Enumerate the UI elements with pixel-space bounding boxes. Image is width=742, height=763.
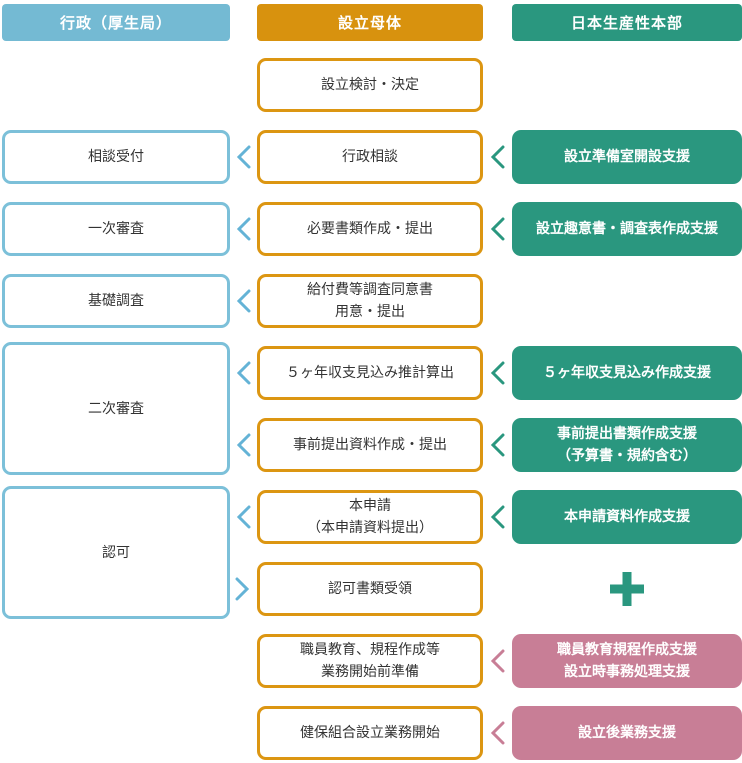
chevron-left-icon	[489, 432, 505, 458]
chevron-right-icon	[235, 576, 251, 602]
plus-icon	[610, 572, 644, 606]
chevron-left-icon	[489, 144, 505, 170]
jpc-support-post-establishment: 設立後業務支援	[512, 706, 742, 760]
founder-step-receive-approval: 認可書類受領	[257, 562, 483, 616]
admin-step-basic-survey: 基礎調査	[2, 274, 230, 328]
chevron-left-icon	[489, 360, 505, 386]
chevron-left-icon	[235, 360, 251, 386]
chevron-left-icon	[489, 504, 505, 530]
founder-step-start-operations: 健保組合設立業務開始	[257, 706, 483, 760]
chevron-left-icon	[235, 504, 251, 530]
column-header-founder: 設立母体	[257, 4, 483, 41]
admin-step-approval: 認可	[2, 486, 230, 619]
chevron-left-icon	[489, 648, 505, 674]
chevron-left-icon	[235, 288, 251, 314]
founder-step-prepare-documents: 必要書類作成・提出	[257, 202, 483, 256]
founder-step-5year-estimate: ５ヶ年収支見込み推計算出	[257, 346, 483, 400]
chevron-left-icon	[235, 144, 251, 170]
jpc-support-prospectus: 設立趣意書・調査表作成支援	[512, 202, 742, 256]
founder-step-consent-form: 給付費等調査同意書 用意・提出	[257, 274, 483, 328]
jpc-support-main-application-docs: 本申請資料作成支援	[512, 490, 742, 544]
founder-step-staff-training: 職員教育、規程作成等 業務開始前準備	[257, 634, 483, 688]
column-header-jpc: 日本生産性本部	[512, 4, 742, 41]
jpc-support-prep-office: 設立準備室開設支援	[512, 130, 742, 184]
plus-icon-container	[512, 562, 742, 616]
admin-step-second-screening: 二次審査	[2, 342, 230, 475]
founder-step-admin-consult: 行政相談	[257, 130, 483, 184]
jpc-support-5year-forecast: ５ヶ年収支見込み作成支援	[512, 346, 742, 400]
chevron-left-icon	[235, 216, 251, 242]
chevron-left-icon	[489, 720, 505, 746]
admin-step-first-screening: 一次審査	[2, 202, 230, 256]
founder-step-main-application: 本申請 （本申請資料提出）	[257, 490, 483, 544]
chevron-left-icon	[235, 432, 251, 458]
founder-step-decide: 設立検討・決定	[257, 58, 483, 112]
jpc-support-pre-submission-docs: 事前提出書類作成支援 （予算書・規約含む）	[512, 418, 742, 472]
jpc-support-training-rules: 職員教育規程作成支援 設立時事務処理支援	[512, 634, 742, 688]
chevron-left-icon	[489, 216, 505, 242]
admin-step-consultation-reception: 相談受付	[2, 130, 230, 184]
founder-step-pre-submission: 事前提出資料作成・提出	[257, 418, 483, 472]
column-header-admin: 行政（厚生局）	[2, 4, 230, 41]
